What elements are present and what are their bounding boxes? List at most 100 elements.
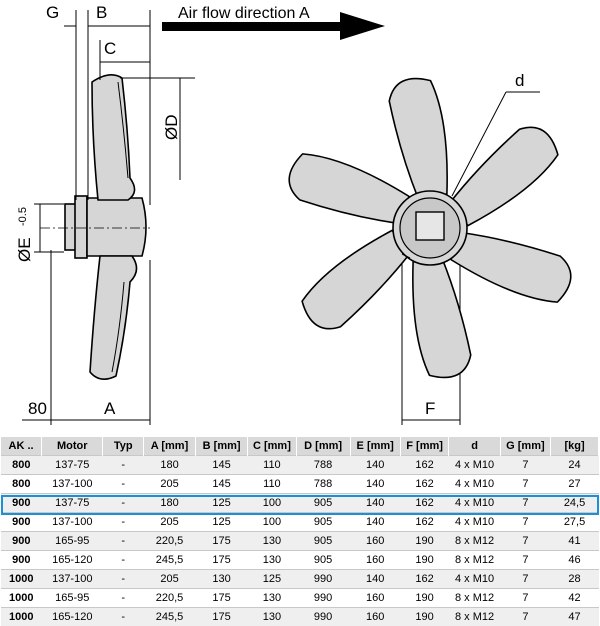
table-cell: - [103, 475, 144, 494]
table-cell: 137-75 [42, 494, 103, 513]
table-cell: 125 [248, 570, 297, 589]
fan-front-view [279, 75, 581, 381]
table-cell: 28 [551, 570, 599, 589]
table-cell: 160 [350, 589, 400, 608]
table-cell: 162 [400, 475, 449, 494]
table-cell: 190 [400, 532, 449, 551]
table-cell: 900 [1, 532, 42, 551]
table-cell: 990 [296, 608, 350, 626]
table-cell: 27 [551, 475, 599, 494]
table-cell: 788 [296, 475, 350, 494]
table-cell: 4 x M10 [449, 475, 500, 494]
table-cell: 7 [500, 570, 550, 589]
dimension-e-label: ØE [15, 237, 34, 262]
table-cell: 7 [500, 551, 550, 570]
table-cell: 905 [296, 494, 350, 513]
table-cell: 160 [350, 608, 400, 626]
table-cell: 110 [248, 475, 297, 494]
column-header: F [mm] [400, 437, 449, 456]
table-cell: 180 [143, 494, 195, 513]
column-header: E [mm] [350, 437, 400, 456]
table-cell: 130 [248, 608, 297, 626]
table-cell: 175 [196, 551, 248, 570]
table-cell: 27,5 [551, 513, 599, 532]
table-cell: 990 [296, 589, 350, 608]
table-cell: 175 [196, 589, 248, 608]
column-header: [kg] [551, 437, 599, 456]
column-header: Motor [42, 437, 103, 456]
hub-bolt-label: d [515, 71, 524, 90]
table-cell: 245,5 [143, 608, 195, 626]
table-cell: 162 [400, 570, 449, 589]
table-cell: - [103, 494, 144, 513]
table-cell: 140 [350, 456, 400, 475]
table-cell: 7 [500, 456, 550, 475]
table-cell: 8 x M12 [449, 589, 500, 608]
table-cell: 4 x M10 [449, 570, 500, 589]
table-cell: 7 [500, 532, 550, 551]
fan-side-view [40, 75, 150, 379]
table-cell: 140 [350, 570, 400, 589]
column-header: C [mm] [248, 437, 297, 456]
table-cell: 162 [400, 513, 449, 532]
table-cell: 4 x M10 [449, 513, 500, 532]
table-cell: 165-120 [42, 608, 103, 626]
column-header: B [mm] [196, 437, 248, 456]
table-cell: 7 [500, 513, 550, 532]
table-cell: 7 [500, 589, 550, 608]
fan-blade [376, 75, 462, 202]
table-cell: - [103, 570, 144, 589]
table-cell: 7 [500, 494, 550, 513]
table-cell: 4 x M10 [449, 494, 500, 513]
table-cell: 900 [1, 551, 42, 570]
table-cell: 137-75 [42, 456, 103, 475]
table-cell: 24,5 [551, 494, 599, 513]
table-cell: 800 [1, 475, 42, 494]
table-cell: 175 [196, 608, 248, 626]
fan-blade [398, 254, 484, 381]
table-cell: 137-100 [42, 513, 103, 532]
table-cell: 160 [350, 532, 400, 551]
table-cell: 900 [1, 513, 42, 532]
table-cell: 162 [400, 494, 449, 513]
table-cell: 145 [196, 475, 248, 494]
dimension-d-label: ØD [162, 115, 181, 141]
dimension-g-label: G [46, 3, 59, 22]
table-cell: 4 x M10 [449, 456, 500, 475]
table-cell: 24 [551, 456, 599, 475]
table-cell: 205 [143, 513, 195, 532]
table-cell: - [103, 608, 144, 626]
table-cell: 130 [196, 570, 248, 589]
column-header: d [449, 437, 500, 456]
table-cell: 140 [350, 513, 400, 532]
table-cell: 162 [400, 456, 449, 475]
table-cell: 8 x M12 [449, 532, 500, 551]
table-cell: 7 [500, 475, 550, 494]
column-header: Typ [103, 437, 144, 456]
table-cell: 180 [143, 456, 195, 475]
table-cell: 220,5 [143, 532, 195, 551]
table-cell: 8 x M12 [449, 551, 500, 570]
table-cell: 245,5 [143, 551, 195, 570]
table-cell: 140 [350, 475, 400, 494]
table-cell: 905 [296, 513, 350, 532]
table-cell: - [103, 513, 144, 532]
table-cell: 130 [248, 532, 297, 551]
table-cell: - [103, 456, 144, 475]
table-cell: 160 [350, 551, 400, 570]
table-cell: - [103, 532, 144, 551]
table-cell: 125 [196, 513, 248, 532]
table-cell: 788 [296, 456, 350, 475]
table-cell: 190 [400, 551, 449, 570]
table-cell: 905 [296, 532, 350, 551]
table-cell: 990 [296, 570, 350, 589]
table-cell: 220,5 [143, 589, 195, 608]
